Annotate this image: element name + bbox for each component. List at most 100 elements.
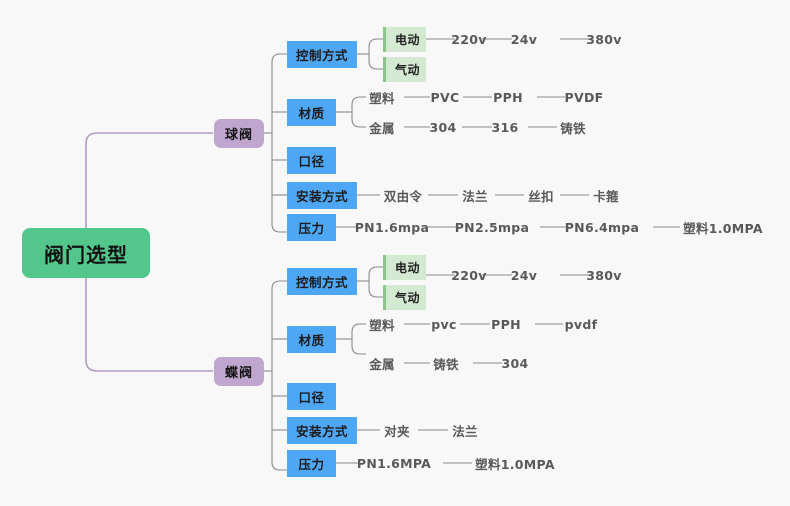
node-diefa-control-method[interactable]: 控制方式 xyxy=(287,268,357,295)
node-qiufa-installation[interactable]: 安装方式 xyxy=(287,182,357,209)
leaf-label: 双由令 xyxy=(383,188,423,204)
leaf-diefa-material-plastic[interactable]: 塑料 xyxy=(366,316,398,333)
node-qiufa-control-method[interactable]: 控制方式 xyxy=(287,41,357,68)
node-diefa-control-pneumatic[interactable]: 气动 xyxy=(383,285,426,310)
leaf-label: 220v xyxy=(451,31,487,47)
leaf-label: 316 xyxy=(491,119,519,135)
node-diefa-installation[interactable]: 安装方式 xyxy=(287,417,357,444)
leaf-diefa-electric-24v[interactable]: 24v xyxy=(510,267,538,283)
node-diefa-control-method-label: 控制方式 xyxy=(296,275,349,290)
leaf-label: PN6.4mpa xyxy=(564,219,640,235)
leaf-label: 丝扣 xyxy=(528,188,554,204)
leaf-label: PPH xyxy=(491,316,521,332)
node-diefa-material[interactable]: 材质 xyxy=(287,326,336,353)
leaf-label: 304 xyxy=(501,355,529,371)
leaf-label: 金属 xyxy=(369,120,395,136)
leaf-qiufa-material-plastic[interactable]: 塑料 xyxy=(366,89,398,106)
leaf-label: 塑料 xyxy=(369,90,395,106)
leaf-label: 380v xyxy=(586,31,622,47)
leaf-diefa-plastic-pvc[interactable]: pvc xyxy=(430,316,458,332)
leaf-diefa-metal-304[interactable]: 304 xyxy=(501,355,529,371)
branch-node-qiufa[interactable]: 球阀 xyxy=(214,119,264,148)
node-qiufa-control-electric[interactable]: 电动 xyxy=(383,27,426,52)
node-qiufa-diameter[interactable]: 口径 xyxy=(287,147,336,174)
node-qiufa-pressure-label: 压力 xyxy=(298,221,325,236)
leaf-label: 24v xyxy=(510,31,538,47)
leaf-label: 卡箍 xyxy=(593,188,619,204)
leaf-diefa-install-2[interactable]: 法兰 xyxy=(448,422,482,439)
node-qiufa-material-label: 材质 xyxy=(298,106,325,121)
leaf-qiufa-metal-304[interactable]: 304 xyxy=(429,119,457,135)
leaf-diefa-metal-castiron[interactable]: 铸铁 xyxy=(430,355,462,372)
leaf-qiufa-install-4[interactable]: 卡箍 xyxy=(589,187,623,204)
leaf-qiufa-electric-24v[interactable]: 24v xyxy=(510,31,538,47)
leaf-qiufa-plastic-pvc[interactable]: PVC xyxy=(430,89,460,105)
leaf-label: 金属 xyxy=(369,356,395,372)
leaf-qiufa-electric-220v[interactable]: 220v xyxy=(451,31,486,47)
leaf-label: PN1.6mpa xyxy=(354,219,430,235)
leaf-label: 铸铁 xyxy=(560,120,586,136)
leaf-qiufa-material-metal[interactable]: 金属 xyxy=(366,119,398,136)
leaf-qiufa-plastic-pph[interactable]: PPH xyxy=(492,89,524,105)
leaf-diefa-pressure-2[interactable]: 塑料1.0MPA xyxy=(472,455,558,472)
branch-node-diefa[interactable]: 蝶阀 xyxy=(214,357,264,386)
leaf-diefa-plastic-pvdf[interactable]: pvdf xyxy=(563,316,599,332)
node-qiufa-control-pneumatic-label: 气动 xyxy=(395,63,421,77)
node-diefa-control-pneumatic-label: 气动 xyxy=(395,291,421,305)
node-diefa-control-electric-label: 电动 xyxy=(395,261,421,275)
leaf-diefa-electric-220v[interactable]: 220v xyxy=(451,267,486,283)
node-diefa-pressure-label: 压力 xyxy=(298,457,325,472)
leaf-label: 对夹 xyxy=(384,423,410,439)
leaf-label: 塑料 xyxy=(369,317,395,333)
leaf-label: pvdf xyxy=(564,316,598,332)
leaf-qiufa-metal-316[interactable]: 316 xyxy=(491,119,519,135)
leaf-diefa-plastic-pph[interactable]: PPH xyxy=(490,316,522,332)
node-qiufa-control-electric-label: 电动 xyxy=(395,33,421,47)
leaf-qiufa-metal-castiron[interactable]: 铸铁 xyxy=(557,119,589,136)
leaf-label: PVC xyxy=(430,89,460,105)
leaf-label: 380v xyxy=(586,267,622,283)
leaf-qiufa-install-3[interactable]: 丝扣 xyxy=(524,187,558,204)
node-diefa-pressure[interactable]: 压力 xyxy=(287,450,336,477)
node-diefa-diameter[interactable]: 口径 xyxy=(287,383,336,410)
branch-node-diefa-label: 蝶阀 xyxy=(225,366,254,381)
leaf-label: PN2.5mpa xyxy=(454,219,530,235)
node-diefa-material-label: 材质 xyxy=(298,333,325,348)
leaf-qiufa-install-1[interactable]: 双由令 xyxy=(380,187,426,204)
leaf-label: 塑料1.0MPA xyxy=(475,456,555,472)
leaf-label: PVDF xyxy=(564,89,604,105)
leaf-qiufa-plastic-pvdf[interactable]: PVDF xyxy=(564,89,604,105)
leaf-label: 铸铁 xyxy=(433,356,459,372)
leaf-diefa-install-1[interactable]: 对夹 xyxy=(380,422,414,439)
node-diefa-diameter-label: 口径 xyxy=(298,390,325,405)
leaf-diefa-electric-380v[interactable]: 380v xyxy=(586,267,621,283)
leaf-qiufa-install-2[interactable]: 法兰 xyxy=(458,187,492,204)
leaf-label: 法兰 xyxy=(462,188,488,204)
node-qiufa-pressure[interactable]: 压力 xyxy=(287,214,336,241)
node-qiufa-diameter-label: 口径 xyxy=(298,154,325,169)
leaf-label: 220v xyxy=(451,267,487,283)
node-diefa-control-electric[interactable]: 电动 xyxy=(383,255,426,280)
root-node-label: 阀门选型 xyxy=(44,242,128,267)
leaf-qiufa-pressure-3[interactable]: PN6.4mpa xyxy=(565,219,639,235)
leaf-qiufa-pressure-1[interactable]: PN1.6mpa xyxy=(355,219,429,235)
node-qiufa-control-method-label: 控制方式 xyxy=(296,48,349,63)
leaf-label: 304 xyxy=(429,119,457,135)
leaf-label: PPH xyxy=(493,89,523,105)
root-node[interactable]: 阀门选型 xyxy=(22,228,150,278)
leaf-qiufa-pressure-2[interactable]: PN2.5mpa xyxy=(455,219,529,235)
leaf-qiufa-pressure-4[interactable]: 塑料1.0MPA xyxy=(680,219,766,236)
leaf-diefa-material-metal[interactable]: 金属 xyxy=(366,355,398,372)
node-diefa-installation-label: 安装方式 xyxy=(296,424,349,439)
leaf-label: 塑料1.0MPA xyxy=(683,220,763,236)
leaf-label: 法兰 xyxy=(452,423,478,439)
node-qiufa-material[interactable]: 材质 xyxy=(287,99,336,126)
leaf-label: pvc xyxy=(431,316,457,332)
leaf-label: 24v xyxy=(510,267,538,283)
leaf-qiufa-electric-380v[interactable]: 380v xyxy=(586,31,621,47)
leaf-diefa-pressure-1[interactable]: PN1.6MPA xyxy=(356,455,432,471)
leaf-label: PN1.6MPA xyxy=(356,455,432,471)
node-qiufa-control-pneumatic[interactable]: 气动 xyxy=(383,57,426,82)
node-qiufa-installation-label: 安装方式 xyxy=(296,189,349,204)
